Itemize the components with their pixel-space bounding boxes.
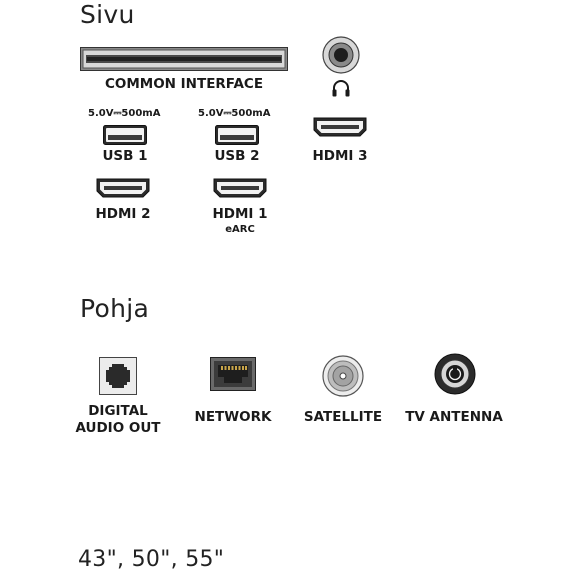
network-port	[210, 357, 256, 391]
usb1-label: USB 1	[102, 148, 148, 164]
hdmi1-label: HDMI 1	[212, 206, 268, 222]
tv-antenna-label: TV ANTENNA	[405, 409, 503, 425]
hdmi1-port	[213, 178, 267, 198]
tv-antenna-port	[434, 353, 476, 395]
headphone-jack-port	[322, 36, 360, 74]
usb2-spec: 5.0V⎓500mA	[198, 108, 271, 119]
screen-sizes: 43", 50", 55"	[78, 547, 225, 572]
digital-audio-label-line2: AUDIO OUT	[75, 420, 161, 436]
satellite-label: SATELLITE	[303, 409, 383, 425]
hdmi3-label: HDMI 3	[312, 148, 368, 164]
common-interface-port	[80, 47, 288, 71]
usb2-label: USB 2	[214, 148, 260, 164]
section-title-side: Sivu	[80, 0, 135, 29]
section-title-bottom: Pohja	[80, 294, 150, 323]
hdmi2-port	[96, 178, 150, 198]
headphones-icon	[331, 79, 351, 97]
common-interface-label: COMMON INTERFACE	[104, 76, 264, 92]
hdmi3-port	[313, 117, 367, 137]
satellite-port	[322, 355, 364, 397]
optical-port	[99, 357, 137, 395]
digital-audio-label-line1: DIGITAL	[88, 403, 148, 419]
network-label: NETWORK	[194, 409, 272, 425]
hdmi2-label: HDMI 2	[95, 206, 151, 222]
hdmi1-earc-label: eARC	[225, 224, 255, 235]
usb1-port	[103, 125, 147, 145]
usb1-spec: 5.0V⎓500mA	[88, 108, 161, 119]
usb2-port	[215, 125, 259, 145]
